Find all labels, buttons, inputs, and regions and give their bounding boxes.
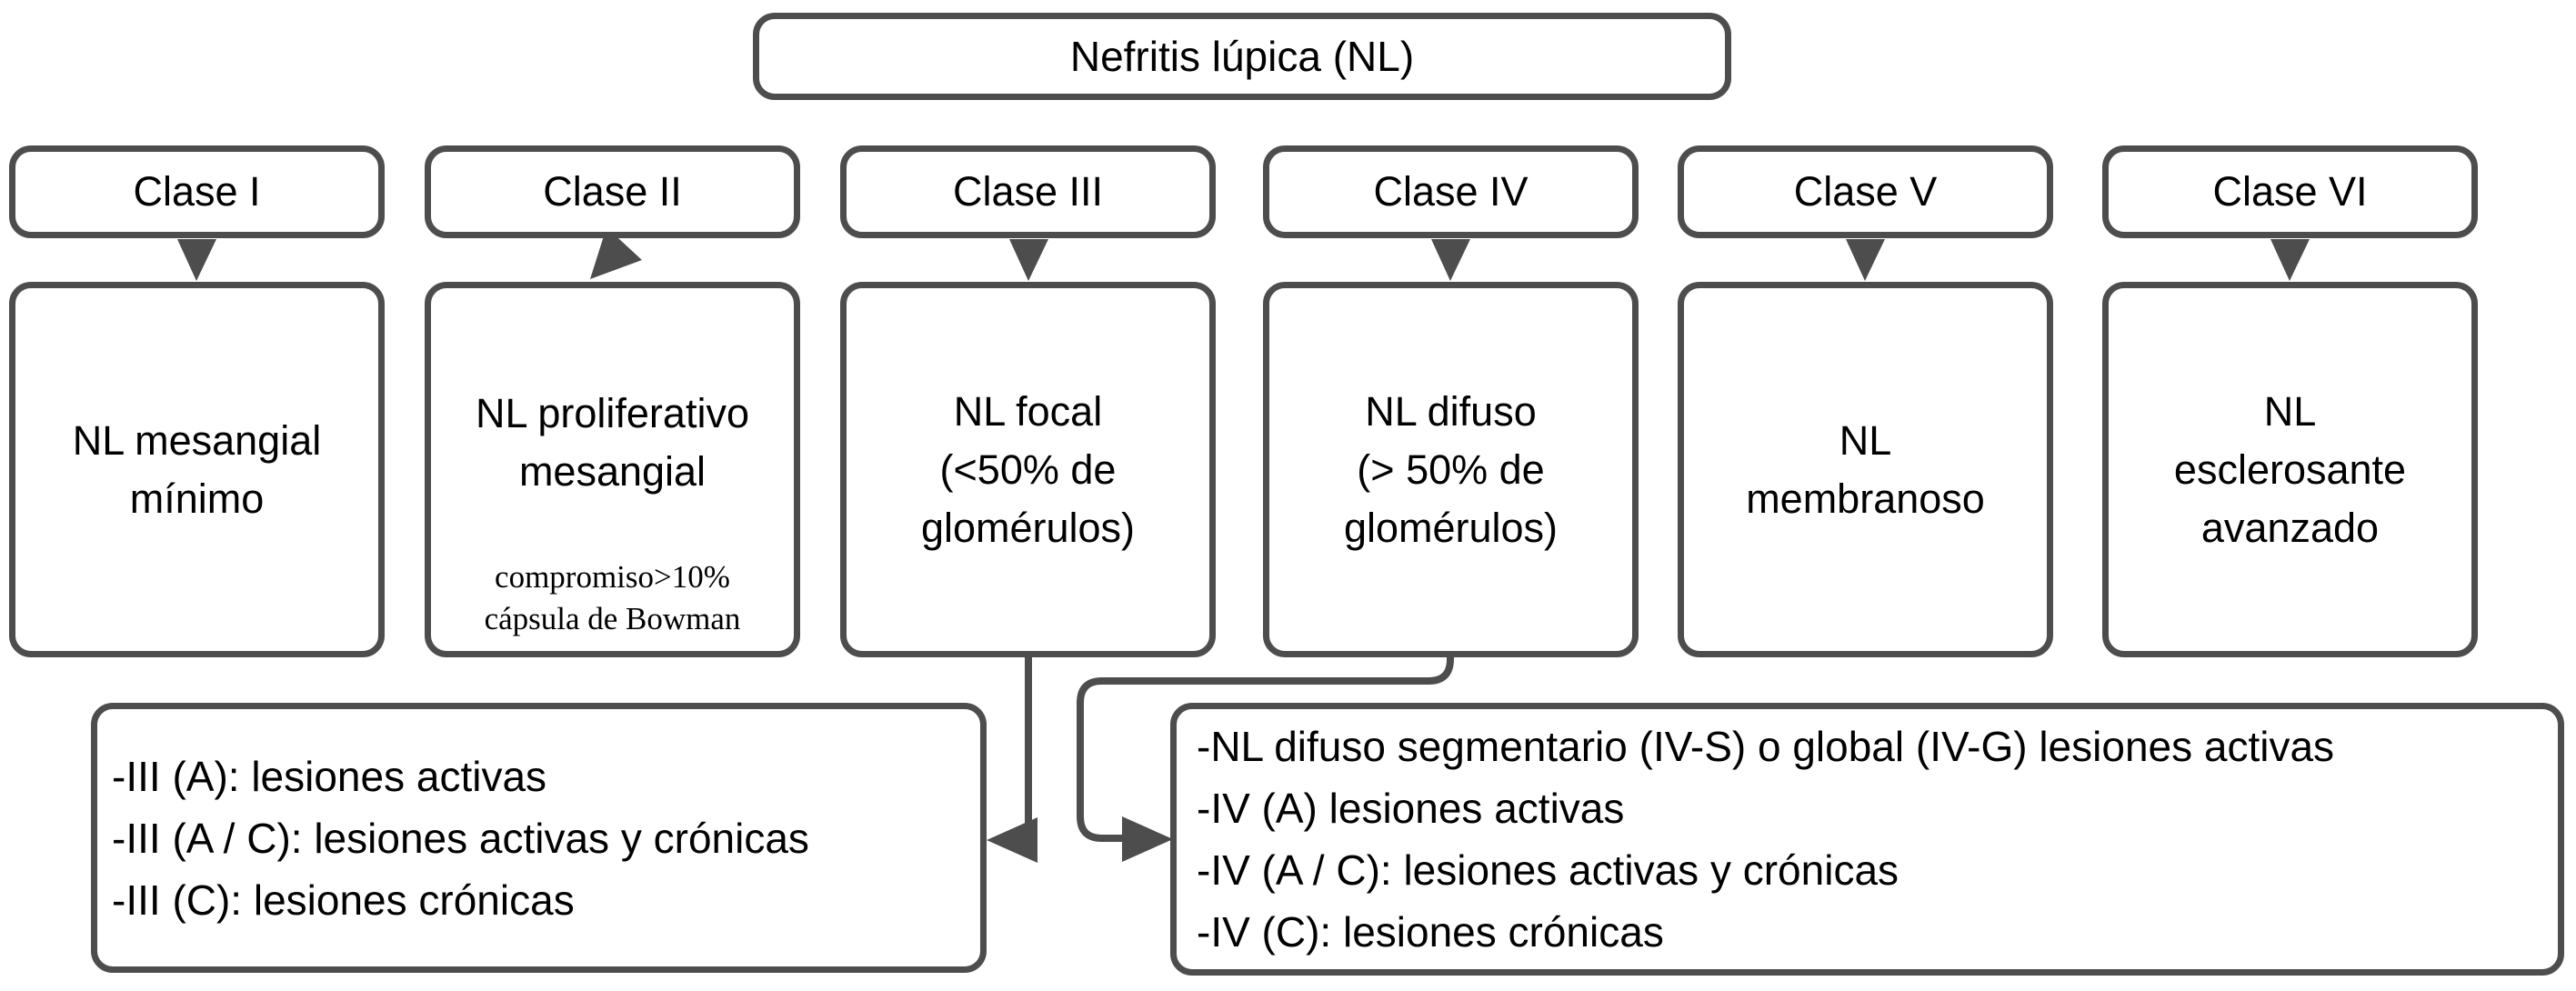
detail-line: -IV (A) lesiones activas xyxy=(1197,785,1625,832)
description-text: NL difuso (> 50% de glomérulos) xyxy=(1343,387,1559,551)
header-label: Clase I xyxy=(133,168,261,215)
arrowhead-left-icon xyxy=(987,817,1037,863)
description-text: NL proliferativo mesangial xyxy=(476,389,749,495)
description-clase-vi: NL esclerosante avanzado xyxy=(2102,282,2478,657)
description-clase-iii: NL focal (<50% de glomérulos) xyxy=(840,282,1216,657)
description-clase-iv: NL difuso (> 50% de glomérulos) xyxy=(1263,282,1639,657)
description-clase-v: NL membranoso xyxy=(1678,282,2053,657)
detail-line: -III (A): lesiones activas xyxy=(112,752,547,800)
description-text: NL focal (<50% de glomérulos) xyxy=(920,387,1136,551)
arrowhead-right-icon xyxy=(1122,816,1173,862)
description-text: NL esclerosante avanzado xyxy=(2173,387,2407,551)
details-clase-iii-box: -III (A): lesiones activas -III (A / C):… xyxy=(91,703,987,973)
detail-line: -NL difuso segmentario (IV-S) o global (… xyxy=(1197,723,2335,770)
description-text: NL mesangial mínimo xyxy=(72,416,322,522)
header-label: Clase II xyxy=(543,168,682,215)
description-clase-ii: NL proliferativo mesangial compromiso>10… xyxy=(425,282,800,657)
connector-clase-iv-to-details xyxy=(1077,657,1454,842)
arrow-clase-iii-icon xyxy=(1009,239,1048,281)
header-label: Clase V xyxy=(1793,168,1938,215)
detail-line: -III (A / C): lesiones activas y crónica… xyxy=(112,814,809,862)
header-clase-iv: Clase IV xyxy=(1263,145,1639,238)
arrow-clase-i-icon xyxy=(177,239,216,281)
header-label: Clase IV xyxy=(1373,168,1529,215)
header-clase-v: Clase V xyxy=(1678,145,2053,238)
header-clase-i: Clase I xyxy=(9,145,385,238)
arrow-clase-ii-icon xyxy=(590,227,642,279)
diagram-title: Nefritis lúpica (NL) xyxy=(1069,33,1415,80)
arrow-clase-iv-icon xyxy=(1431,239,1470,281)
description-text: NL membranoso xyxy=(1746,416,1985,522)
description-clase-i: NL mesangial mínimo xyxy=(9,282,385,657)
arrow-clase-v-icon xyxy=(1846,239,1885,281)
header-label: Clase III xyxy=(952,168,1104,215)
detail-line: -IV (A / C): lesiones activas y crónicas xyxy=(1197,846,1899,894)
details-clase-iv-box: -NL difuso segmentario (IV-S) o global (… xyxy=(1170,703,2564,976)
header-clase-ii: Clase II xyxy=(425,145,800,238)
header-clase-iii: Clase III xyxy=(840,145,1216,238)
header-clase-vi: Clase VI xyxy=(2102,145,2478,238)
description-note: compromiso>10% cápsula de Bowman xyxy=(484,559,741,636)
description-inner: NL proliferativo mesangial xyxy=(431,288,794,651)
arrow-clase-vi-icon xyxy=(2270,239,2310,281)
detail-line: -III (C): lesiones crónicas xyxy=(112,876,575,924)
title-box: Nefritis lúpica (NL) xyxy=(753,13,1731,100)
header-label: Clase VI xyxy=(2212,168,2368,215)
detail-line: -IV (C): lesiones crónicas xyxy=(1197,908,1664,956)
